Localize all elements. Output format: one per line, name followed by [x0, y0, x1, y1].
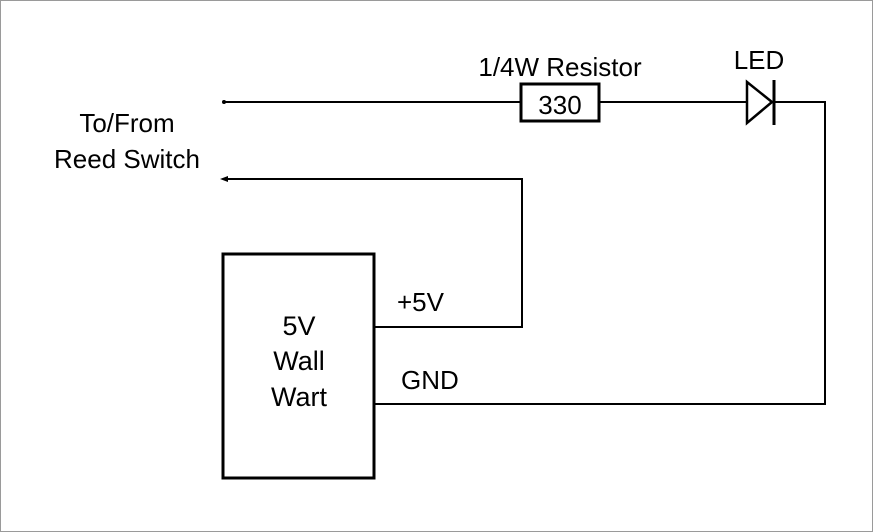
wall-wart-box	[221, 252, 376, 480]
terminal-bottom-arrow	[220, 176, 228, 182]
terminal-top	[222, 100, 226, 104]
wall-wart-label-line3: Wart	[271, 382, 327, 412]
wall-wart-label-line1: 5V	[282, 311, 315, 341]
led-label: LED	[734, 45, 785, 75]
gnd-label: GND	[401, 365, 459, 395]
resistor-title-label: 1/4W Resistor	[478, 52, 642, 82]
wall-wart-label-line2: Wall	[273, 346, 325, 376]
plus5v-label: +5V	[397, 287, 445, 317]
switch-label-reed-switch: Reed Switch	[54, 144, 200, 174]
led-diode-triangle	[745, 79, 774, 126]
resistor-value-label: 330	[538, 90, 581, 120]
switch-label-to-from: To/From	[79, 108, 174, 138]
